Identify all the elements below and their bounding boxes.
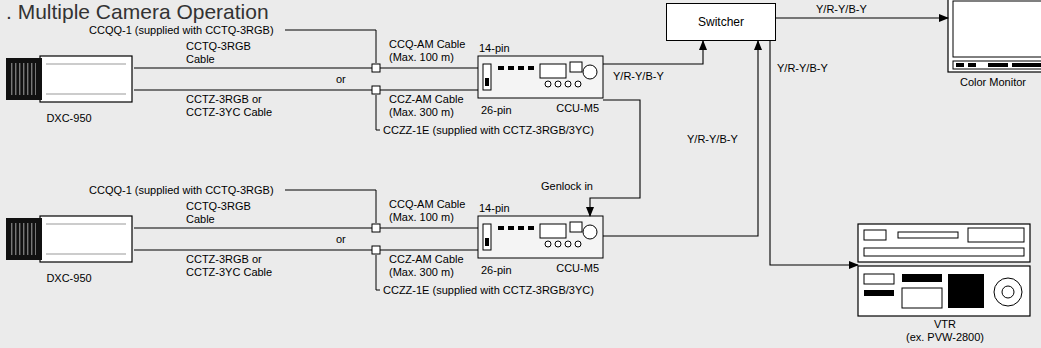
signal-connector [134,89,478,90]
callout-label: CCZZ-1E (supplied with CCTZ-3RGB/3YC) [382,124,595,137]
edge-label: Y/R-Y/B-Y [815,3,868,16]
edge-label: Y/R-Y/B-Y [612,70,665,83]
callout-label: CCQQ-1 (supplied with CCTQ-3RGB) [88,24,275,37]
diagram-title: . Multiple Camera Operation [6,0,269,24]
camera-unit: DXC-950 [4,208,134,285]
signal-connector [603,41,703,64]
callout-label: or [335,73,347,86]
callout-label: CCZ-AM Cable (Max. 300 m) [388,253,472,279]
camera-drawing [6,56,132,102]
callout-label: CCQQ-1 (supplied with CCTQ-3RGB) [88,184,275,197]
monitor-unit: Color Monitor [945,0,1041,89]
node-text: Switcher [667,4,775,40]
callout-label: CCZ-AM Cable (Max. 300 m) [388,93,472,119]
callout-label: 14-pin [478,202,511,215]
signal-connector [603,41,758,236]
callout-label: 26-pin [480,104,513,117]
signal-connector [590,100,640,216]
callout-label: 26-pin [480,264,513,277]
ccu-drawing [478,56,603,98]
cable-connector [372,224,380,232]
signal-connector [776,17,948,18]
callout-label: CCTQ-3RGB Cable [185,40,259,66]
node-text: Color Monitor [945,76,1041,89]
callout-label: or [335,233,347,246]
edge-label: Genlock in [540,180,594,193]
signal-connector [134,249,478,250]
leader-line [285,30,376,63]
callout-label: 14-pin [478,42,511,55]
callout-label: CCQ-AM Cable (Max. 100 m) [388,38,472,64]
switcher-box: Switcher [666,3,776,41]
edge-label: Y/R-Y/B-Y [776,62,829,75]
leader-line [376,95,380,130]
cable-connector [372,86,380,94]
signal-connector [134,227,478,228]
leader-line [376,255,380,290]
node-text: VTR [855,318,1035,331]
camera-drawing [6,216,132,262]
callout-label: CCTQ-3RGB Cable [185,200,259,226]
edge-label: Y/R-Y/B-Y [686,133,739,146]
ccu-drawing [478,216,603,258]
signal-connector [134,67,478,68]
callout-label: CCTZ-3RGB or CCTZ-3YC Cable [185,253,287,279]
node-text: (ex. PVW-2800) [855,331,1035,344]
callout-label: CCZZ-1E (supplied with CCTZ-3RGB/3YC) [382,284,595,297]
monitor-drawing [948,0,1041,72]
cable-connector [372,64,380,72]
callout-label: CCQ-AM Cable (Max. 100 m) [388,198,472,224]
signal-connector [770,41,858,265]
leader-line [285,190,376,223]
node-text: DXC-950 [4,112,134,125]
camera-unit: DXC-950 [4,48,134,125]
node-text: DXC-950 [4,272,134,285]
cable-connector [372,246,380,254]
vtr-drawing [858,224,1030,316]
vtr-unit: VTR(ex. PVW-2800) [855,222,1035,344]
callout-label: CCTZ-3RGB or CCTZ-3YC Cable [185,93,287,119]
